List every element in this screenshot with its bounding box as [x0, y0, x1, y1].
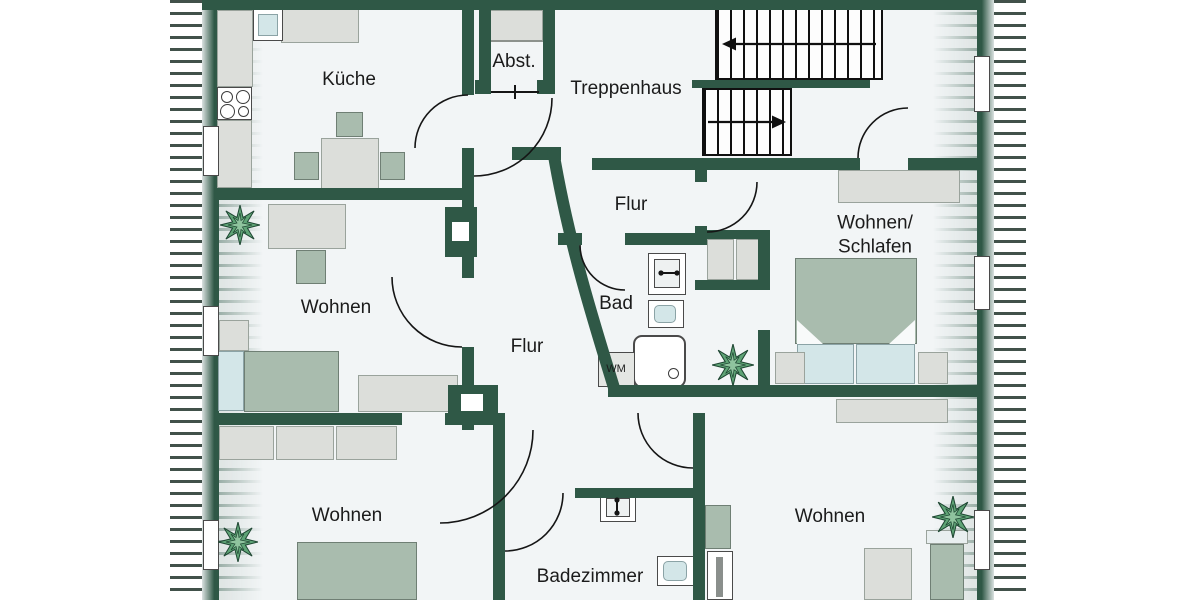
wall-segment — [558, 233, 582, 245]
wall-segment — [758, 330, 770, 397]
wall-segment — [695, 280, 770, 290]
desk — [268, 204, 346, 249]
room-label-line: Schlafen — [838, 236, 912, 257]
roof-hatching-left — [170, 0, 202, 600]
room-label-wohnen-bottom-right: Wohnen — [794, 506, 866, 528]
cabinet — [219, 426, 274, 460]
stove-burner — [220, 104, 235, 119]
stairs-upper-flight — [715, 8, 883, 80]
wall-segment — [217, 188, 462, 200]
stove-burner — [236, 90, 250, 104]
wall-segment — [537, 80, 555, 94]
washing-machine-label: WM — [606, 363, 626, 376]
wall-segment — [512, 147, 561, 160]
nightstand — [918, 352, 948, 384]
room-label-wohnen-schlafen: Wohnen/Schlafen — [837, 211, 913, 259]
bed-pillow — [218, 351, 244, 411]
chair — [380, 152, 405, 180]
nightstand — [775, 352, 805, 384]
wall-segment — [608, 385, 977, 397]
plant-icon — [712, 344, 754, 386]
wall-segment — [479, 0, 491, 86]
cabinet — [276, 426, 334, 460]
wall-segment — [592, 158, 860, 170]
stove-burner — [238, 106, 249, 117]
room-label-abstellraum: Abst. — [492, 51, 536, 73]
window — [974, 510, 990, 570]
sheet-fold — [797, 320, 823, 344]
sideboard — [358, 375, 458, 412]
sink-basin — [606, 498, 630, 517]
room-label-flur-center: Flur — [510, 336, 544, 358]
shower-drain — [668, 368, 679, 379]
chair — [336, 112, 363, 137]
table — [864, 548, 912, 600]
toilet-bowl — [663, 561, 687, 581]
room-label-bad: Bad — [599, 293, 633, 315]
room-label-wohnen-left: Wohnen — [300, 297, 372, 319]
stove-burner — [221, 91, 233, 103]
chimney-flue — [461, 394, 483, 411]
desk-top — [926, 530, 968, 544]
bed — [244, 351, 339, 412]
chair — [296, 250, 326, 284]
wall-segment — [493, 413, 505, 600]
radiator-fin — [716, 557, 723, 597]
kitchen-counter — [281, 9, 359, 43]
bed-pillow — [797, 344, 854, 384]
wall-segment — [543, 0, 555, 86]
wall-segment — [202, 0, 977, 10]
wall-segment — [217, 413, 402, 425]
wall-segment — [462, 10, 474, 95]
window — [974, 256, 990, 310]
slope-shading-right — [933, 0, 977, 600]
room-label-kueche: Küche — [322, 69, 376, 91]
wall-segment — [758, 230, 770, 290]
shelf — [838, 170, 960, 203]
sideboard — [836, 399, 948, 423]
plant-icon — [220, 205, 260, 245]
nightstand — [219, 320, 249, 351]
room-label-flur-top: Flur — [614, 194, 648, 216]
plant-icon — [218, 522, 258, 562]
window — [974, 56, 990, 112]
wardrobe-door — [707, 239, 734, 280]
window — [203, 306, 219, 356]
wall-segment — [695, 168, 707, 182]
wall-segment — [475, 80, 491, 94]
wall-segment — [908, 158, 977, 170]
kitchen-sink-basin — [258, 14, 278, 36]
kitchen-counter — [217, 10, 253, 87]
wall-segment — [625, 233, 707, 245]
shower — [633, 335, 686, 388]
wardrobe — [705, 505, 731, 549]
chair — [294, 152, 319, 180]
wall-segment — [575, 488, 700, 498]
bed-pillow — [856, 344, 915, 384]
toilet-bowl — [654, 305, 676, 323]
desk — [930, 544, 964, 600]
sheet-fold — [889, 320, 915, 344]
room-label-treppenhaus: Treppenhaus — [570, 78, 682, 100]
bed — [297, 542, 417, 600]
room-label-line: Wohnen/ — [837, 212, 913, 234]
room-label-wohnen-bottom-left: Wohnen — [311, 505, 383, 527]
stairs-lower-flight — [702, 88, 792, 156]
window — [203, 126, 219, 176]
storage-shelf — [489, 10, 543, 42]
kitchen-counter — [217, 120, 252, 188]
room-label-badezimmer: Badezimmer — [536, 566, 644, 588]
roof-hatching-right — [994, 0, 1026, 600]
sink-basin — [654, 259, 680, 288]
wall-stair-divider — [692, 80, 870, 88]
plant-icon — [932, 496, 974, 538]
cabinet — [336, 426, 397, 460]
window — [203, 520, 219, 570]
kitchen-table — [321, 138, 379, 193]
wall-segment — [695, 230, 770, 239]
wall-segment — [693, 413, 705, 600]
chimney-flue — [452, 222, 469, 241]
